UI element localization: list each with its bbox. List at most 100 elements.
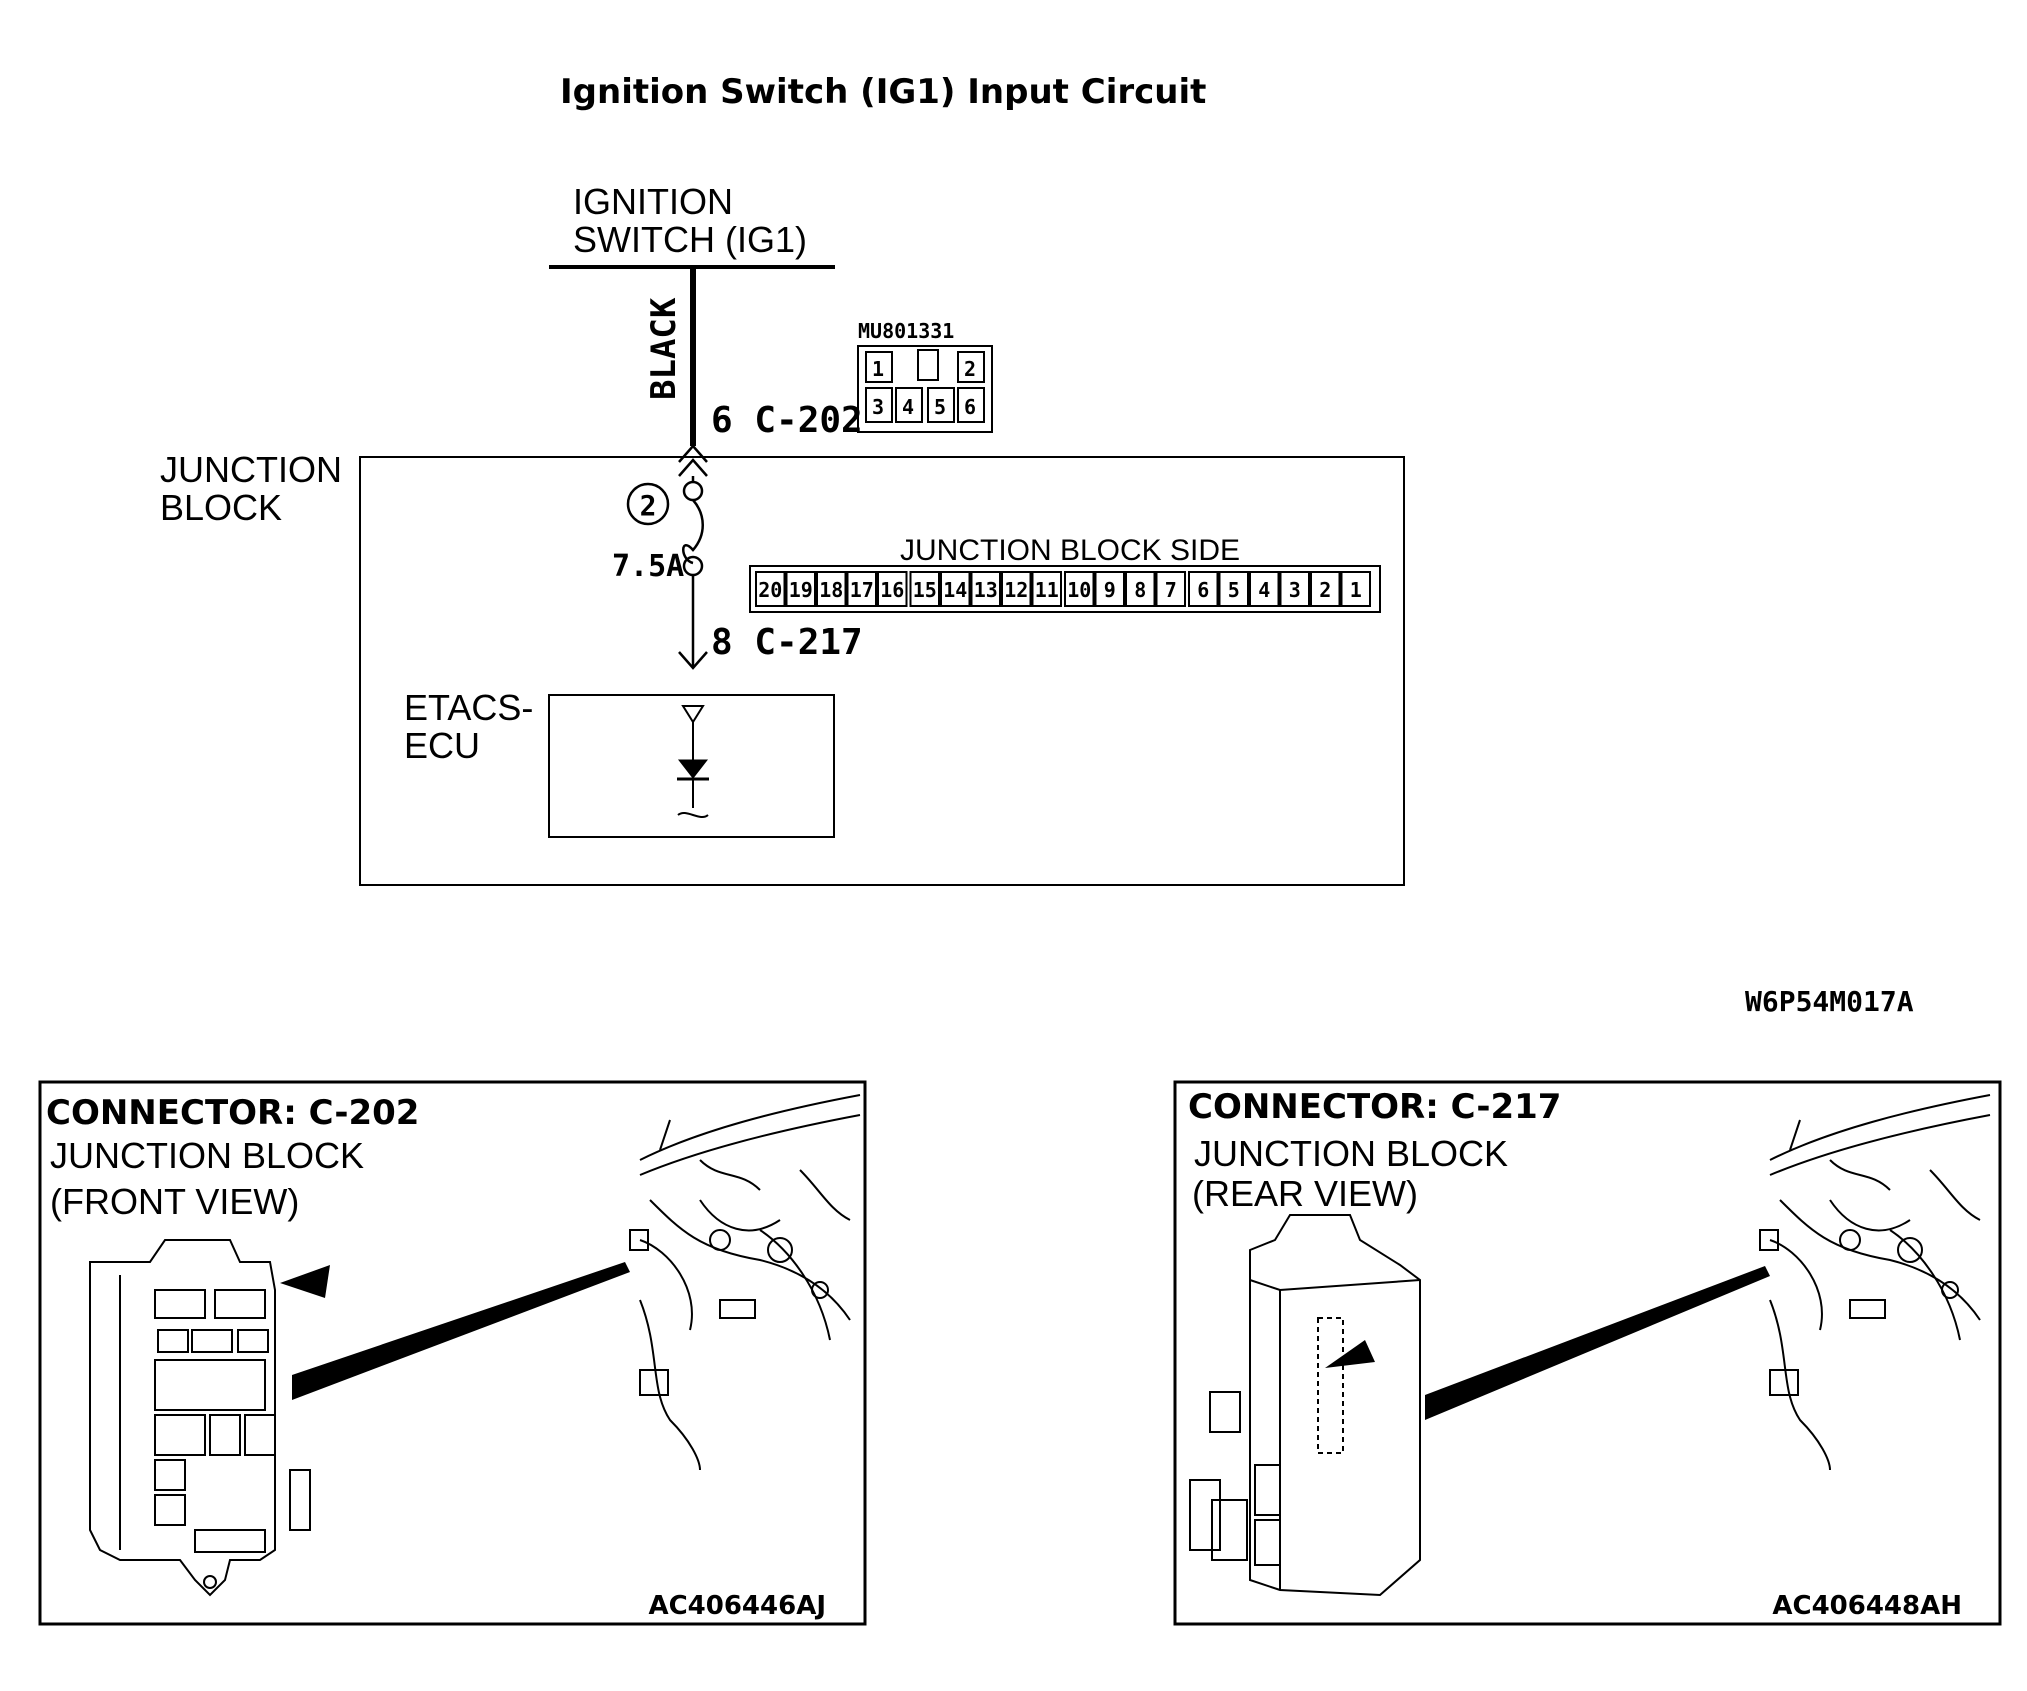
jb-pin-label: 13: [974, 578, 998, 602]
jb-pin-box: [785, 571, 816, 607]
mu-pin: 4: [902, 395, 914, 419]
connector-panel-c217: CONNECTOR: C-217 JUNCTION BLOCK (REAR VI…: [1173, 1080, 2002, 1626]
ecu-input-terminal: [681, 705, 705, 724]
ecu-continuation-mark: [677, 812, 709, 818]
mu-pin: 1: [872, 357, 884, 381]
mu801331-connector: MU801331 1 2 3 4 5 6: [857, 319, 993, 433]
fuse-number: 2: [640, 489, 657, 522]
jb-pin-box: [1155, 571, 1186, 607]
ignition-switch: IGNITION SWITCH (IG1): [549, 181, 835, 269]
jb-pin-label: 12: [1004, 578, 1028, 602]
junction-block-label-line2: BLOCK: [160, 487, 282, 528]
fuse-number-circle: [626, 482, 670, 526]
c217-label: 8 C-217: [711, 622, 863, 663]
dashboard-illustration: [629, 1094, 861, 1471]
jb-pin-label: 10: [1067, 578, 1091, 602]
jb-pin-label: 1: [1350, 578, 1362, 602]
jb-pin-label: 11: [1035, 578, 1059, 602]
arrow-icon: [1325, 1340, 1375, 1368]
jb-pin-box: [755, 571, 786, 607]
panel-subtitle-line1: JUNCTION BLOCK: [50, 1135, 364, 1176]
dashboard-illustration: [1759, 1094, 1991, 1471]
mu-pin-box: [957, 387, 985, 423]
fuse-element: [682, 499, 704, 565]
pointer-wedge: [292, 1262, 630, 1400]
jb-pin-label: 16: [880, 578, 904, 602]
jb-pin-box: [909, 571, 940, 607]
jb-pin-label: 14: [943, 578, 967, 602]
panel-frame: [1173, 1080, 2002, 1626]
jb-pin-label: 8: [1134, 578, 1146, 602]
mu-pin: 3: [872, 395, 884, 419]
jb-pin-box: [1188, 571, 1219, 607]
jb-pin-label: 5: [1228, 578, 1240, 602]
mu-pin-box: [957, 351, 985, 383]
jb-pin-box: [940, 571, 971, 607]
ignition-switch-label-line1: IGNITION: [573, 181, 733, 222]
jb-pin-box: [1001, 571, 1032, 607]
jb-pin-label: 18: [819, 578, 843, 602]
ecu-label-line1: ETACS-: [404, 687, 533, 728]
junction-block-label-line1: JUNCTION: [160, 449, 342, 490]
jb-pin-box: [970, 571, 1001, 607]
jb-pin-label: 3: [1289, 578, 1301, 602]
diagram-code: W6P54M017A: [1745, 985, 1914, 1018]
mu-connector-outline: [857, 345, 993, 433]
c202-label: 6 C-202: [711, 400, 863, 441]
jb-pin-box: [1064, 571, 1095, 607]
fuse: 2 7.5A: [612, 476, 704, 584]
jb-pin-box: [1094, 571, 1125, 607]
jb-pin-box: [1310, 571, 1341, 607]
jb-pin-box: [1218, 571, 1249, 607]
diode-icon: [677, 759, 709, 779]
connector-panel-c202: CONNECTOR: C-202 JUNCTION BLOCK (FRONT V…: [38, 1080, 867, 1626]
jb-pin-label: 6: [1197, 578, 1209, 602]
panel-title: CONNECTOR: C-217: [1188, 1087, 1561, 1127]
jb-pin-label: 2: [1319, 578, 1331, 602]
fuse-rating: 7.5A: [612, 549, 684, 584]
mu-pin-box: [895, 387, 923, 423]
ignition-switch-label-line2: SWITCH (IG1): [573, 219, 807, 260]
mu-pin-box: [865, 387, 893, 423]
mu-pin: 6: [964, 395, 976, 419]
mu-pin-box: [865, 351, 893, 383]
panel-frame: [38, 1080, 867, 1626]
mu-key: [917, 349, 939, 381]
jb-pin-box: [1249, 571, 1280, 607]
ecu-label-line2: ECU: [404, 725, 480, 766]
panel-subtitle-line2: (FRONT VIEW): [50, 1181, 299, 1222]
panel-title: CONNECTOR: C-202: [46, 1093, 419, 1133]
jb-pin-label: 15: [913, 578, 937, 602]
junction-block-side-label: JUNCTION BLOCK SIDE: [900, 534, 1240, 567]
jb-pin-box: [877, 571, 908, 607]
jb-pin-box: [1279, 571, 1310, 607]
c202-connector-mark-2: [678, 458, 708, 477]
jb-pin-box: [816, 571, 847, 607]
jb-pin-box: [1031, 571, 1062, 607]
diagram-title: Ignition Switch (IG1) Input Circuit: [560, 72, 1206, 112]
fuse-terminal-top: [682, 480, 704, 502]
junction-block-rear-illustration: [1189, 1214, 1421, 1597]
wire-color-label: BLACK: [644, 297, 684, 400]
jb-connector-outline: [749, 565, 1381, 613]
jb-pin-box: [846, 571, 877, 607]
fuse-terminal-bottom: [682, 555, 704, 577]
jb-pin-label: 7: [1165, 578, 1177, 602]
jb-pin-box: [1125, 571, 1156, 607]
panel-figure-code: AC406446AJ: [648, 1591, 826, 1621]
ecu-box: [548, 694, 835, 838]
mu-pin: 2: [964, 357, 976, 381]
pointer-wedge: [1425, 1266, 1770, 1420]
mu-part-number: MU801331: [858, 319, 954, 343]
jb-pin-label: 4: [1258, 578, 1270, 602]
jb-pin-label: 9: [1104, 578, 1116, 602]
jb-pin-label: 17: [850, 578, 874, 602]
panel-subtitle-line2: (REAR VIEW): [1192, 1173, 1418, 1214]
jb-pin-label: 19: [789, 578, 813, 602]
panel-subtitle-line1: JUNCTION BLOCK: [1194, 1133, 1508, 1174]
panel-figure-code: AC406448AH: [1772, 1591, 1962, 1621]
junction-block-front-illustration: [89, 1239, 311, 1597]
